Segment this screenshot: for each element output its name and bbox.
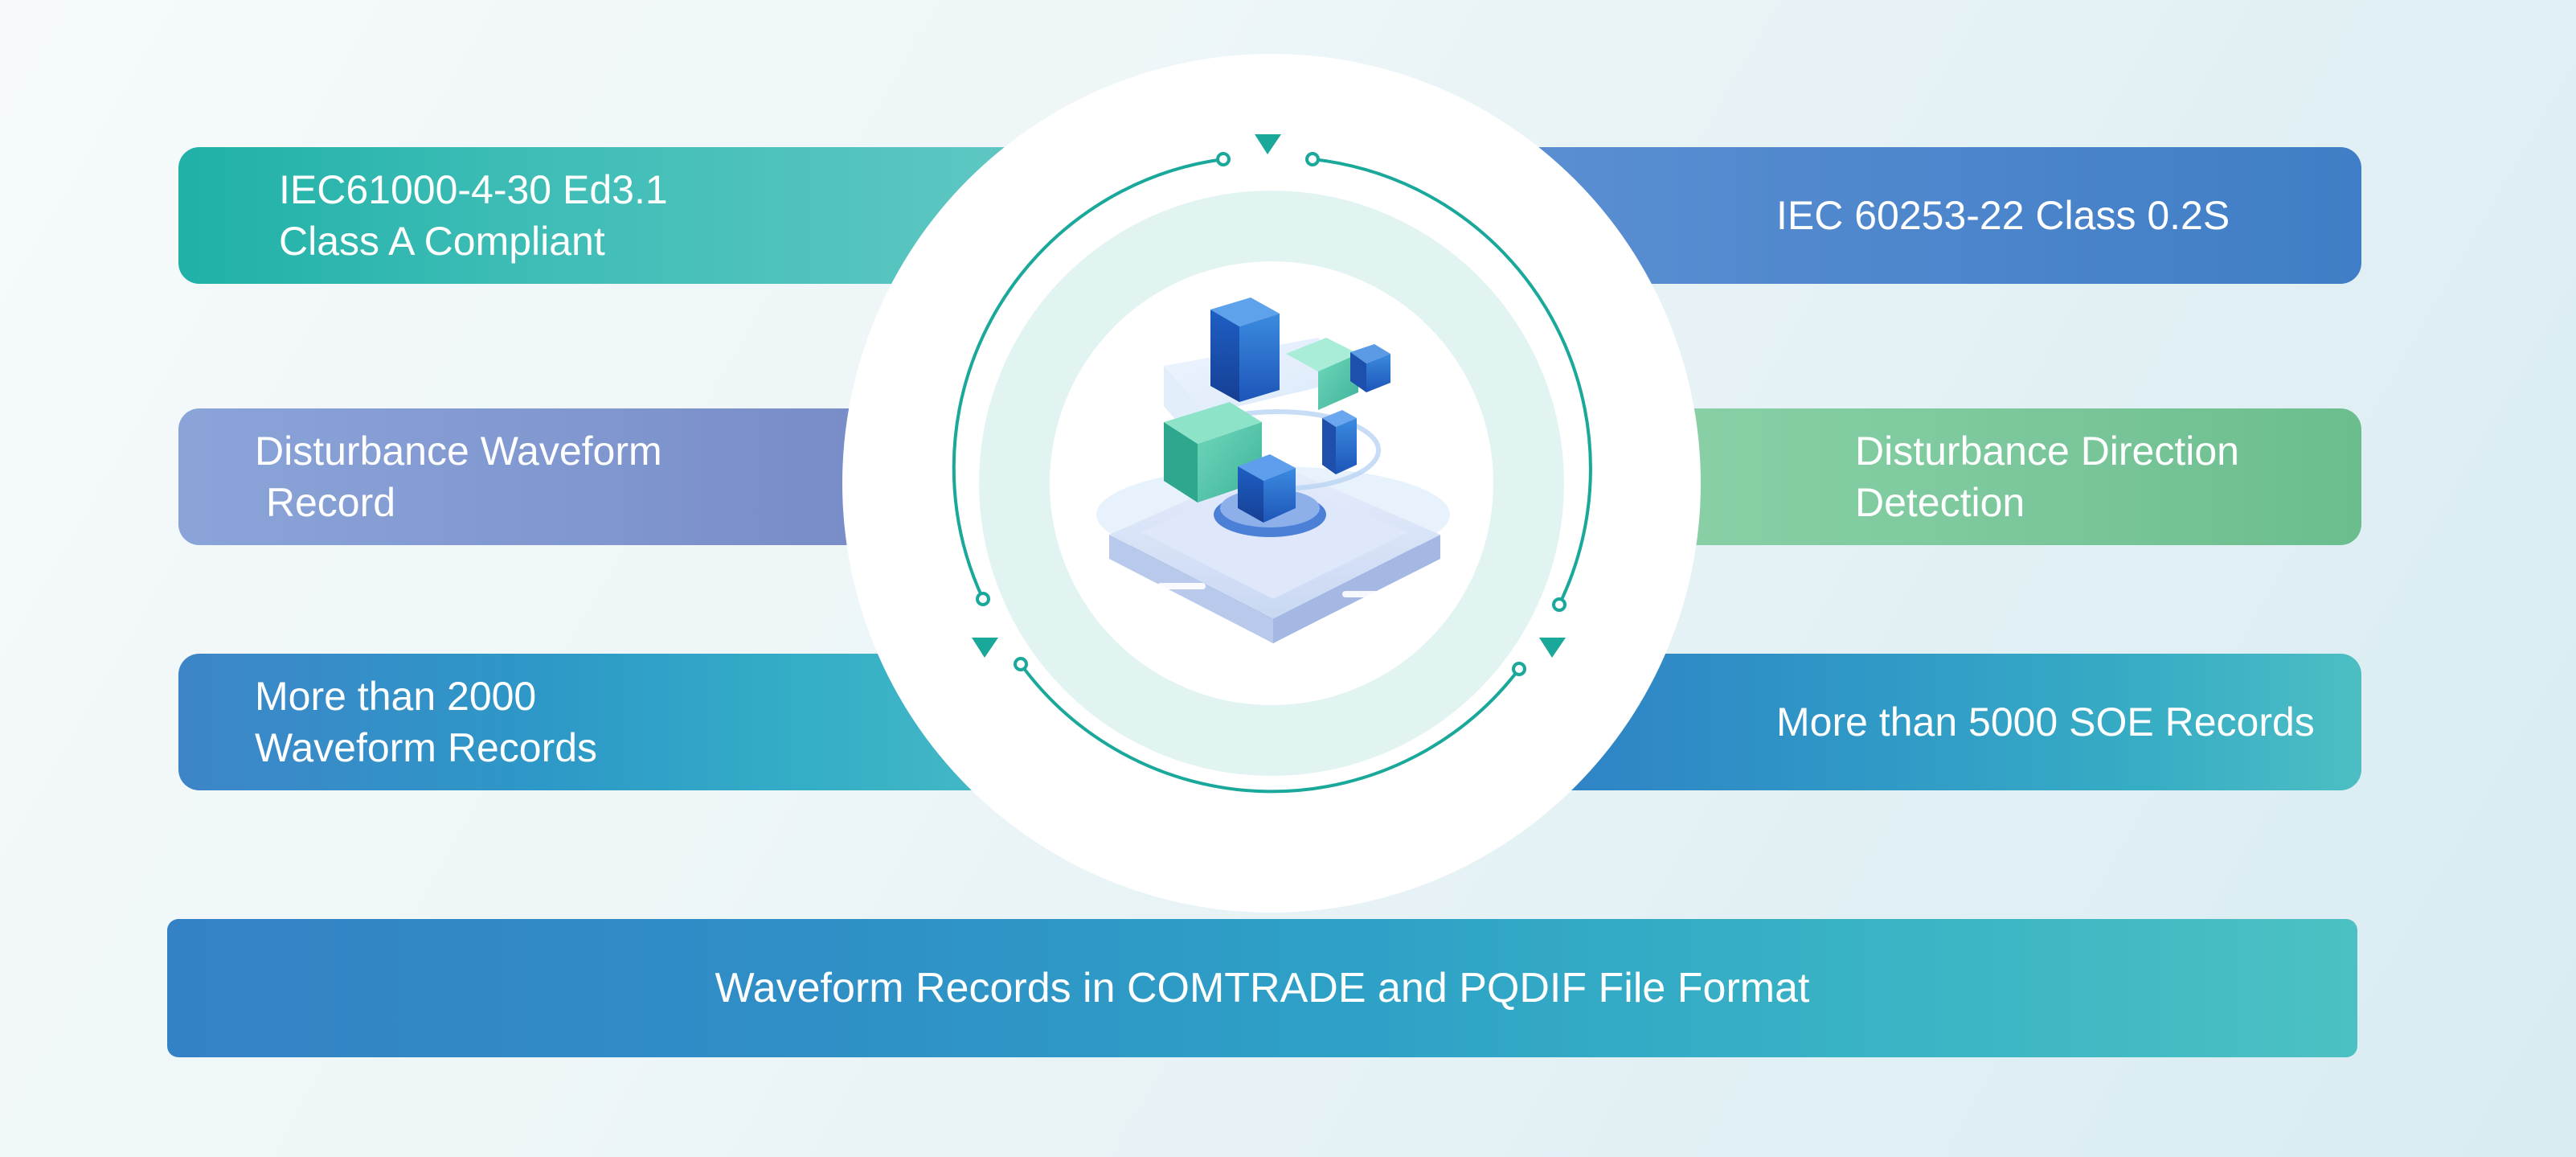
feature-iec61000-compliance: IEC61000-4-30 Ed3.1 Class A Compliant xyxy=(178,147,1079,284)
orbit-arrow-icons xyxy=(972,134,1566,658)
feature-text-line: Class A Compliant xyxy=(279,219,605,264)
feature-text-line: Waveform Records xyxy=(255,725,598,770)
orbit-arc-top-left xyxy=(952,158,1224,600)
orbit-arc-top-right xyxy=(1312,158,1592,605)
arrow-down-icon xyxy=(972,638,998,658)
feature-text-line: Waveform Records in COMTRADE and PQDIF F… xyxy=(715,965,1810,1011)
orbit-end-dots xyxy=(976,152,1566,676)
arrow-down-icon xyxy=(1255,134,1281,154)
feature-text-line: More than 2000 xyxy=(255,674,537,719)
feature-text-line: Detection xyxy=(1855,480,2025,525)
orbit-arcs xyxy=(952,158,1592,794)
feature-file-format-banner: Waveform Records in COMTRADE and PQDIF F… xyxy=(167,919,2357,1057)
feature-text-line: IEC61000-4-30 Ed3.1 xyxy=(279,167,668,212)
arrow-down-icon xyxy=(1539,638,1566,658)
feature-text-line: Disturbance Waveform xyxy=(255,429,662,474)
orbit-arc-bottom xyxy=(1019,663,1521,794)
feature-text-line: Record xyxy=(255,480,396,525)
feature-text-line: IEC 60253-22 Class 0.2S xyxy=(1776,193,2230,238)
feature-iec60253-class: IEC 60253-22 Class 0.2S xyxy=(1505,147,2361,284)
feature-text-line: More than 5000 SOE Records xyxy=(1776,700,2315,745)
isometric-cross-blocks-icon xyxy=(1096,297,1450,643)
feature-text-line: Disturbance Direction xyxy=(1855,429,2239,474)
